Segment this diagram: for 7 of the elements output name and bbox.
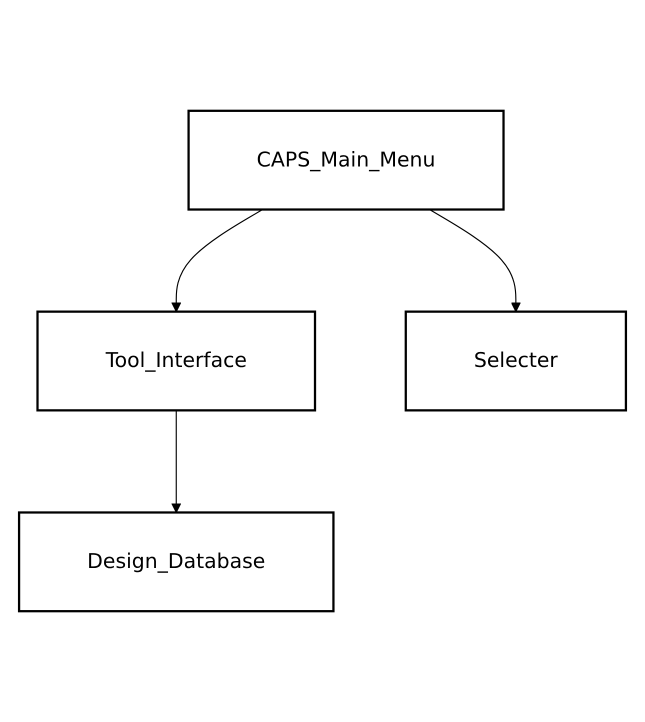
node-box: Design_Database: [18, 511, 335, 612]
arrow: [171, 410, 182, 513]
node-box: Tool_Interface: [36, 310, 316, 412]
arrow: [171, 209, 263, 312]
arrow: [429, 209, 521, 312]
node-box: CAPS_Main_Menu: [187, 110, 505, 211]
node-box: Selecter: [404, 310, 628, 412]
